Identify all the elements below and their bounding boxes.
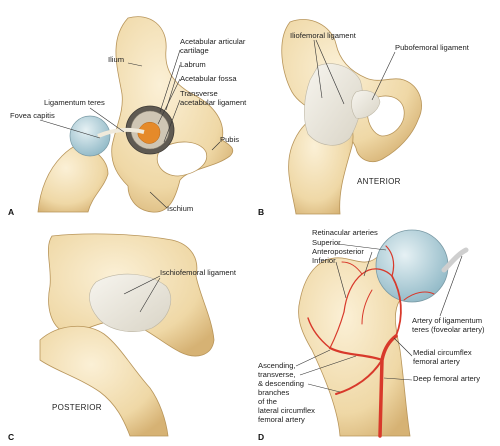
leader-artery-lig — [439, 255, 463, 317]
label-lateral-5: of the — [258, 397, 277, 406]
label-lateral-6: lateral circumflex — [258, 406, 315, 415]
label-ilium: Ilium — [108, 55, 124, 64]
label-pubis: Pubis — [220, 135, 239, 144]
leader-iliofemoral-2 — [315, 39, 345, 105]
panel-b — [281, 19, 422, 215]
label-retinacular: Retinacular arteries — [312, 228, 378, 237]
label-deep-femoral: Deep femoral artery — [413, 374, 480, 383]
label-lateral-4: branches — [258, 388, 289, 397]
label-iliofemoral: Iliofemoral ligament — [290, 31, 357, 40]
panel-letter-d: D — [258, 432, 264, 442]
label-medial-circ-2: femoral artery — [413, 357, 460, 366]
leader-superior — [337, 243, 387, 251]
panel-d — [298, 229, 469, 438]
view-label-anterior: ANTERIOR — [357, 177, 401, 186]
leader-anteroposterior — [363, 251, 373, 277]
leader-ischiofemoral-1 — [123, 275, 161, 295]
ligamentum-teres-band — [97, 127, 145, 138]
leader-transverse — [163, 99, 181, 143]
label-acetabular-cartilage-2: cartilage — [180, 46, 209, 55]
leader-lateral-2 — [299, 355, 357, 376]
label-ligamentum-teres: Ligamentum teres — [44, 98, 105, 107]
label-lateral-2: transverse, — [258, 370, 296, 379]
label-medial-circ-1: Medial circumflex — [413, 348, 472, 357]
leader-pubofemoral — [371, 51, 396, 101]
label-ischiofemoral: Ischiofemoral ligament — [160, 268, 237, 277]
acetabular-fossa-fat — [137, 121, 161, 144]
label-lateral-7: femoral artery — [258, 415, 305, 424]
label-ischium: Ischium — [167, 204, 193, 213]
label-superior: Superior — [312, 238, 341, 247]
label-lateral-1: Ascending, — [258, 361, 296, 370]
leader-deep-femoral — [383, 377, 413, 381]
arteries-d — [307, 245, 435, 438]
leader-pubis — [211, 141, 221, 151]
femur-c — [39, 325, 169, 437]
leader-ligamentum-teres — [89, 107, 125, 133]
leader-iliofemoral-1 — [313, 39, 323, 99]
label-acetabular-cartilage-1: Acetabular articular — [180, 37, 246, 46]
leader-lateral-3 — [307, 383, 341, 393]
view-label-posterior: POSTERIOR — [52, 403, 102, 412]
panel-letter-c: C — [8, 432, 14, 442]
ligamentum-teres-d — [441, 247, 469, 273]
obturator-foramen-a — [156, 141, 208, 177]
label-labrum: Labrum — [180, 60, 206, 69]
ischiofemoral-ligament — [89, 273, 172, 332]
label-anteroposterior: Anteroposterior — [312, 247, 364, 256]
leader-ischiofemoral-2 — [139, 277, 161, 313]
label-inferior: Inferior — [312, 256, 336, 265]
femoral-head-a — [69, 115, 111, 157]
label-transverse-1: Transverse — [180, 89, 218, 98]
label-acetabular-fossa: Acetabular fossa — [180, 74, 237, 83]
pubofemoral-ligament — [351, 90, 381, 119]
leader-fovea — [39, 119, 101, 139]
panel-letter-a: A — [8, 207, 14, 217]
leader-inferior — [335, 261, 347, 299]
label-pubofemoral: Pubofemoral ligament — [395, 43, 470, 52]
leader-fossa — [157, 78, 181, 125]
label-lateral-3: & descending — [258, 379, 304, 388]
femoral-head-d — [375, 229, 449, 303]
iliofemoral-ligament — [304, 63, 363, 146]
leader-medial-circ — [393, 337, 413, 357]
leader-ilium — [127, 62, 143, 67]
leader-ischium — [149, 191, 168, 209]
leader-lateral-1 — [295, 349, 331, 367]
leader-cartilage — [159, 49, 181, 113]
label-transverse-2: acetabular ligament — [180, 98, 247, 107]
label-fovea-capitis: Fovea capitis — [10, 111, 55, 120]
panel-a — [37, 16, 234, 213]
panel-c — [39, 233, 215, 437]
label-artery-lig-2: teres (foveolar artery) — [412, 325, 485, 334]
panel-letter-b: B — [258, 207, 264, 217]
label-artery-lig-1: Artery of ligamentum — [412, 316, 482, 325]
femur-d — [298, 252, 416, 437]
